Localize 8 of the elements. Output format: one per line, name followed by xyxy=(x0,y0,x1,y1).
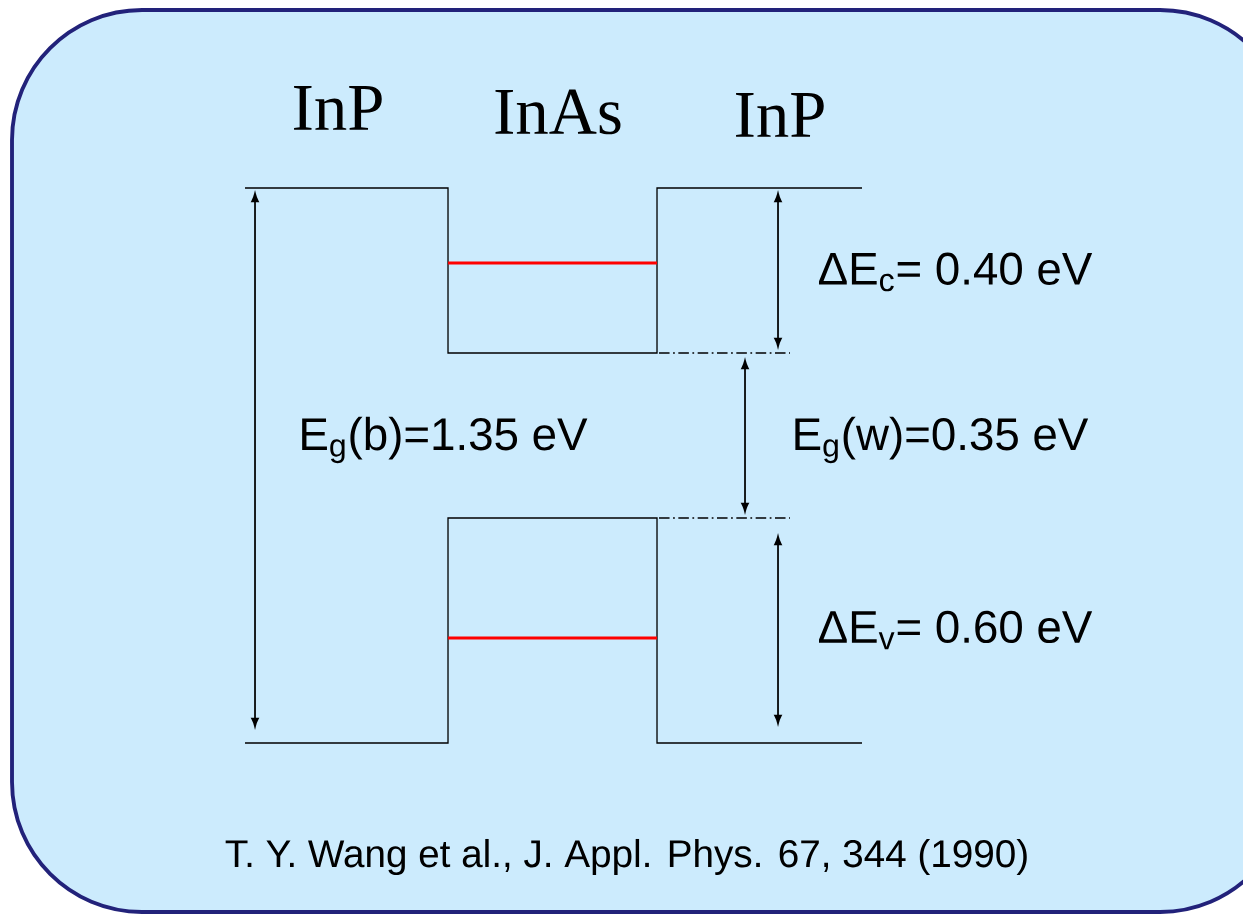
offset-label: ΔE$_{c}$= 0.40 eV xyxy=(819,252,1093,292)
citation-caption: T. Y. Wang et al., J. Appl. Phys. 67, 344 (1990) xyxy=(225,838,1027,875)
offset-label: ΔE$_{v}$= 0.60 eV xyxy=(819,610,1093,650)
material-label: InAs xyxy=(495,89,621,135)
material-label: InP xyxy=(736,93,824,137)
gap-label: E$_{g}$(w)=0.35 eV xyxy=(795,416,1089,464)
material-label: InP xyxy=(294,86,382,130)
gap-label: E$_{g}$(b)=1.35 eV xyxy=(302,416,588,464)
